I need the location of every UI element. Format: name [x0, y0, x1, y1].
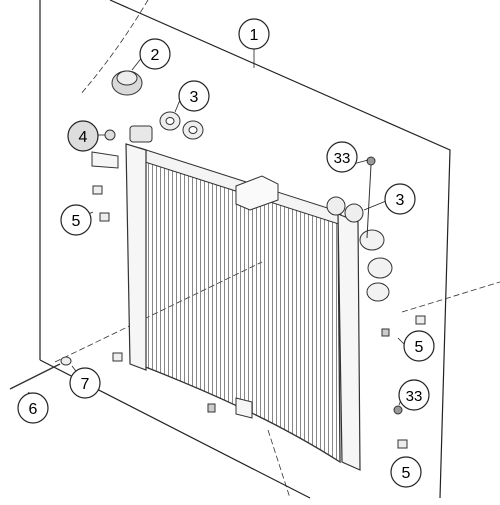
callout-1: 1 [238, 18, 270, 50]
svg-text:1: 1 [250, 27, 259, 44]
svg-text:2: 2 [151, 47, 160, 64]
svg-text:5: 5 [72, 213, 81, 230]
svg-text:6: 6 [29, 401, 38, 418]
svg-text:3: 3 [190, 89, 199, 106]
svg-text:5: 5 [415, 339, 424, 356]
svg-text:3: 3 [396, 192, 405, 209]
callout-5-bottom: 5 [390, 456, 422, 488]
radiator [91, 125, 393, 471]
callout-33-upper: 33 [326, 141, 358, 173]
callout-5-right: 5 [403, 330, 435, 362]
svg-text:7: 7 [81, 376, 90, 393]
svg-text:4: 4 [79, 129, 88, 146]
callout-5-left: 5 [60, 204, 92, 236]
callout-7: 7 [69, 367, 101, 399]
callout-3-right: 3 [384, 183, 416, 215]
callout-4: 4 [67, 120, 99, 152]
callout-2: 2 [139, 38, 171, 70]
callout-33-lower: 33 [398, 379, 430, 411]
callout-6: 6 [17, 392, 49, 424]
svg-text:5: 5 [402, 465, 411, 482]
loose-parts [9, 70, 426, 449]
callout-3-upper: 3 [178, 80, 210, 112]
svg-text:33: 33 [334, 150, 351, 167]
svg-text:33: 33 [406, 388, 423, 405]
